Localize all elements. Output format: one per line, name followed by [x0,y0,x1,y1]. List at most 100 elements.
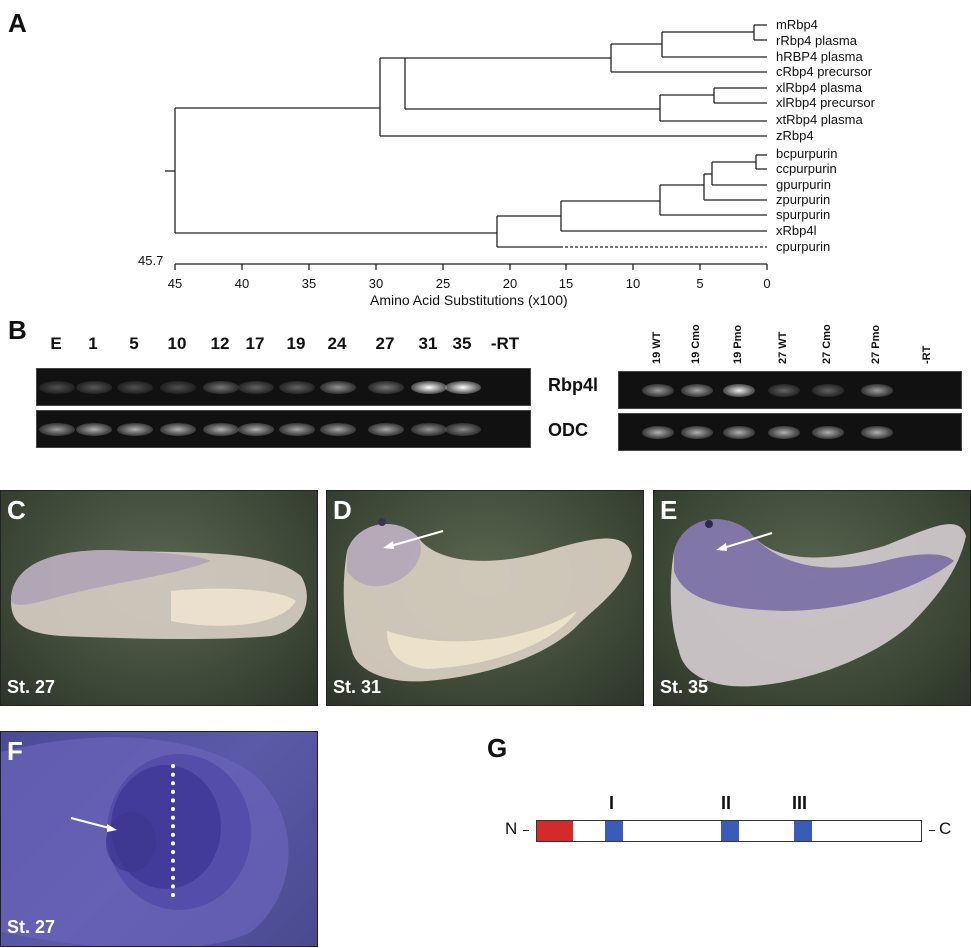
lane-label: 19 Cmo [690,324,702,364]
gel-band [445,423,481,436]
gel-band [160,423,196,436]
motif-label-i: I [609,793,615,813]
leaf-label: hRBP4 plasma [776,49,863,64]
motif-block-ii [721,821,739,841]
leaf-label: xlRbp4 precursor [776,95,875,110]
embryo-photo-c: C St. 27 [0,490,318,706]
c-terminus-label: C [939,819,952,838]
panel-label-g: G [487,733,508,763]
lane-label: 19 Pmo [732,324,744,364]
gel-band [812,426,844,439]
lane-label: 27 Pmo [870,324,882,364]
gel-band [238,381,274,394]
embryo-photo-d: D St. 31 [326,490,644,706]
axis-tick-label: 10 [625,276,641,291]
leaf-label: bcpurpurin [776,146,838,161]
gel-band [279,423,315,436]
gel-band [117,423,153,436]
gel-band [76,381,112,394]
lane-label: 31 [418,334,438,353]
lane-label: 12 [210,334,230,353]
gel-band [39,381,75,394]
lane-label: 24 [327,334,347,353]
gel-band [812,384,844,397]
gel-band [723,426,755,439]
gel-band [768,426,800,439]
gel-band [320,381,356,394]
axis-tick-label: 20 [502,276,518,291]
lane-label: 27 WT [777,331,789,364]
leaf-label: mRbp4 [776,17,818,32]
gel-band [117,381,153,394]
panel-label-e: E [660,495,678,525]
gel-band [445,381,481,394]
gel-band [368,381,404,394]
gel-rbp4l-timecourse [36,368,531,406]
leaf-label: cpurpurin [776,239,831,254]
motif-label-iii: III [792,793,808,813]
gel-band [642,384,674,397]
stage-label-f: St. 27 [7,917,56,937]
gel-band [861,384,893,397]
stage-label-e: St. 35 [660,677,709,697]
motif-block-i [605,821,623,841]
c-terminus-tick [929,830,935,831]
root-distance-value: 45.7 [138,253,164,268]
embryo-photo-f: F St. 27 [0,731,318,947]
lane-label: 5 [129,334,139,353]
gel-band [861,426,893,439]
panel-label-d: D [333,495,352,525]
lane-label: 10 [167,334,187,353]
leaf-label: cRbp4 precursor [776,64,873,79]
gel-band [279,381,315,394]
leaf-label: zpurpurin [776,192,831,207]
gel-label-odc: ODC [548,420,588,440]
panel-label-c: C [7,495,26,525]
lane-label: -RT [490,334,520,353]
gel-rbp4l-morpholino [618,371,962,409]
embryo-photo-e: E St. 35 [653,490,971,706]
gel-band [681,426,713,439]
axis-tick-label: 0 [763,276,771,291]
axis-tick-label: 5 [696,276,704,291]
lane-label: 35 [452,334,472,353]
motif-label-ii: II [721,793,732,813]
gel-band [320,423,356,436]
gel-band [39,423,75,436]
lane-label: E [50,334,62,353]
leaf-label: xRbp4l [776,223,817,238]
axis-tick-label: 35 [301,276,317,291]
stage-label-c: St. 27 [7,677,56,697]
panel-label-a: A [8,8,27,38]
axis-tick-label: 30 [368,276,384,291]
lane-label: 1 [88,334,98,353]
lane-label: -RT [921,345,933,364]
leaf-label: xlRbp4 plasma [776,80,862,95]
gel-band [203,423,239,436]
lane-label: 27 Cmo [821,324,833,364]
gel-band [203,381,239,394]
axis-tick-label: 45 [167,276,183,291]
gel-band [160,381,196,394]
gel-odc-morpholino [618,413,962,451]
axis-title: Amino Acid Substitutions (x100) [370,292,568,308]
motif-block-iii [794,821,812,841]
lane-label: 17 [245,334,265,353]
lane-label: 19 WT [651,331,663,364]
leaf-label: zRbp4 [776,128,814,143]
leaf-label: gpurpurin [776,177,831,192]
stage-label-d: St. 31 [333,677,382,697]
gel-band [76,423,112,436]
gel-band [411,381,447,394]
n-terminus-tick [523,830,529,831]
n-terminus-label: N [505,819,518,838]
axis-tick-label: 15 [558,276,574,291]
gel-band [411,423,447,436]
gel-band [642,426,674,439]
panel-label-b: B [8,315,27,345]
leaf-label: spurpurin [776,207,831,222]
leaf-label: ccpurpurin [776,161,837,176]
gel-band [368,423,404,436]
gel-label-rbp4l: Rbp4l [548,375,599,395]
gel-band [723,384,755,397]
